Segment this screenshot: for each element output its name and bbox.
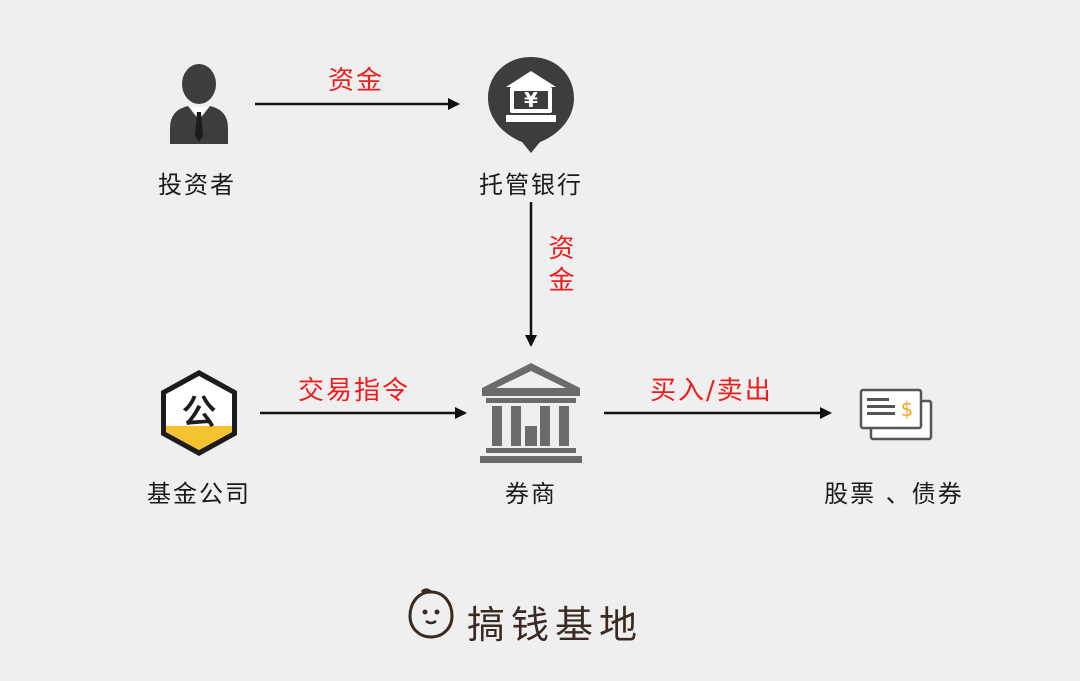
dollar-glyph: $ — [901, 397, 914, 421]
fund-company-badge-icon: 公 — [161, 370, 237, 456]
edge-label-bank-to-broker: 资金 — [544, 234, 574, 298]
bank-pin-icon: ¥ — [488, 57, 574, 153]
fund-badge-glyph: 公 — [182, 393, 216, 433]
brand-logo-icon — [408, 588, 454, 639]
edge-label-broker-to-securities: 买入/卖出 — [650, 376, 773, 406]
edge-label-fund-to-broker: 交易指令 — [298, 376, 411, 406]
bank-yen-glyph: ¥ — [524, 88, 538, 112]
broker-label: 券商 — [505, 480, 557, 508]
securities-label: 股票 、债券 — [824, 480, 964, 508]
investor-label: 投资者 — [158, 171, 236, 199]
edge-label-investor-to-bank: 资金 — [328, 66, 385, 96]
broker-building-icon — [480, 363, 582, 463]
securities-cheque-icon: $ — [859, 388, 933, 441]
investor-icon — [170, 64, 228, 144]
brand-name: 搞钱基地 — [467, 603, 644, 647]
custodian-bank-label: 托管银行 — [479, 171, 583, 199]
fund-company-label: 基金公司 — [147, 480, 251, 508]
